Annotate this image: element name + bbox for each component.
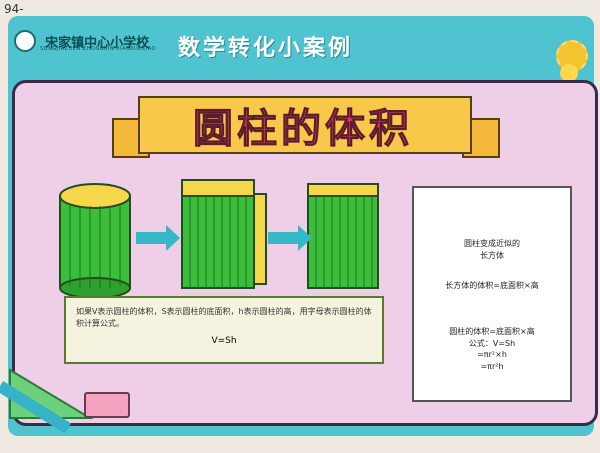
school-name: 宋家镇中心小学校 bbox=[45, 35, 150, 51]
panel-line-3: 长方体的体积=底面积×高 bbox=[445, 281, 539, 290]
rearranged-slices-icon bbox=[307, 183, 379, 289]
school-logo-icon bbox=[14, 30, 36, 52]
formula-paragraph: 如果V表示圆柱的体积，S表示圆柱的底面积，h表示圆柱的高，用字母表示圆柱的体积计… bbox=[76, 307, 372, 328]
arrow-right-icon bbox=[268, 225, 312, 251]
panel-line-6: =πr²×h bbox=[477, 350, 507, 359]
panel-line-1: 圆柱变成近似的 bbox=[464, 239, 520, 248]
cylinder-icon bbox=[59, 183, 131, 299]
apple-icon bbox=[560, 64, 578, 82]
curtain-panel: 圆柱变成近似的 长方体 长方体的体积=底面积×高 圆柱的体积=底面积×高 公式：… bbox=[412, 186, 572, 402]
formula: V=Sh bbox=[211, 336, 237, 346]
panel-line-5: 公式：V=Sh bbox=[468, 339, 516, 348]
page-tag: 94- bbox=[4, 2, 24, 16]
school-header: 宋家镇中心小学校 SONGJIAZHEN ZHONGXIN XIAOXUEXIA… bbox=[14, 30, 156, 52]
formula-box: 如果V表示圆柱的体积，S表示圆柱的底面积，h表示圆柱的高，用字母表示圆柱的体积计… bbox=[64, 296, 384, 364]
arrow-right-icon bbox=[136, 225, 180, 251]
eraser-icon bbox=[84, 392, 130, 418]
school-pinyin: SONGJIAZHEN ZHONGXIN XIAOXUEXIAO bbox=[40, 46, 156, 52]
poster-title: 圆柱的体积 bbox=[193, 105, 413, 153]
title-banner bbox=[138, 96, 472, 154]
panel-line-2: 长方体 bbox=[480, 251, 504, 260]
headline: 数学转化小案例 bbox=[178, 36, 354, 61]
panel-line-7: =πr²h bbox=[480, 362, 504, 371]
sliced-cylinder-icon bbox=[181, 179, 267, 289]
panel-line-4: 圆柱的体积=底面积×高 bbox=[449, 327, 535, 336]
